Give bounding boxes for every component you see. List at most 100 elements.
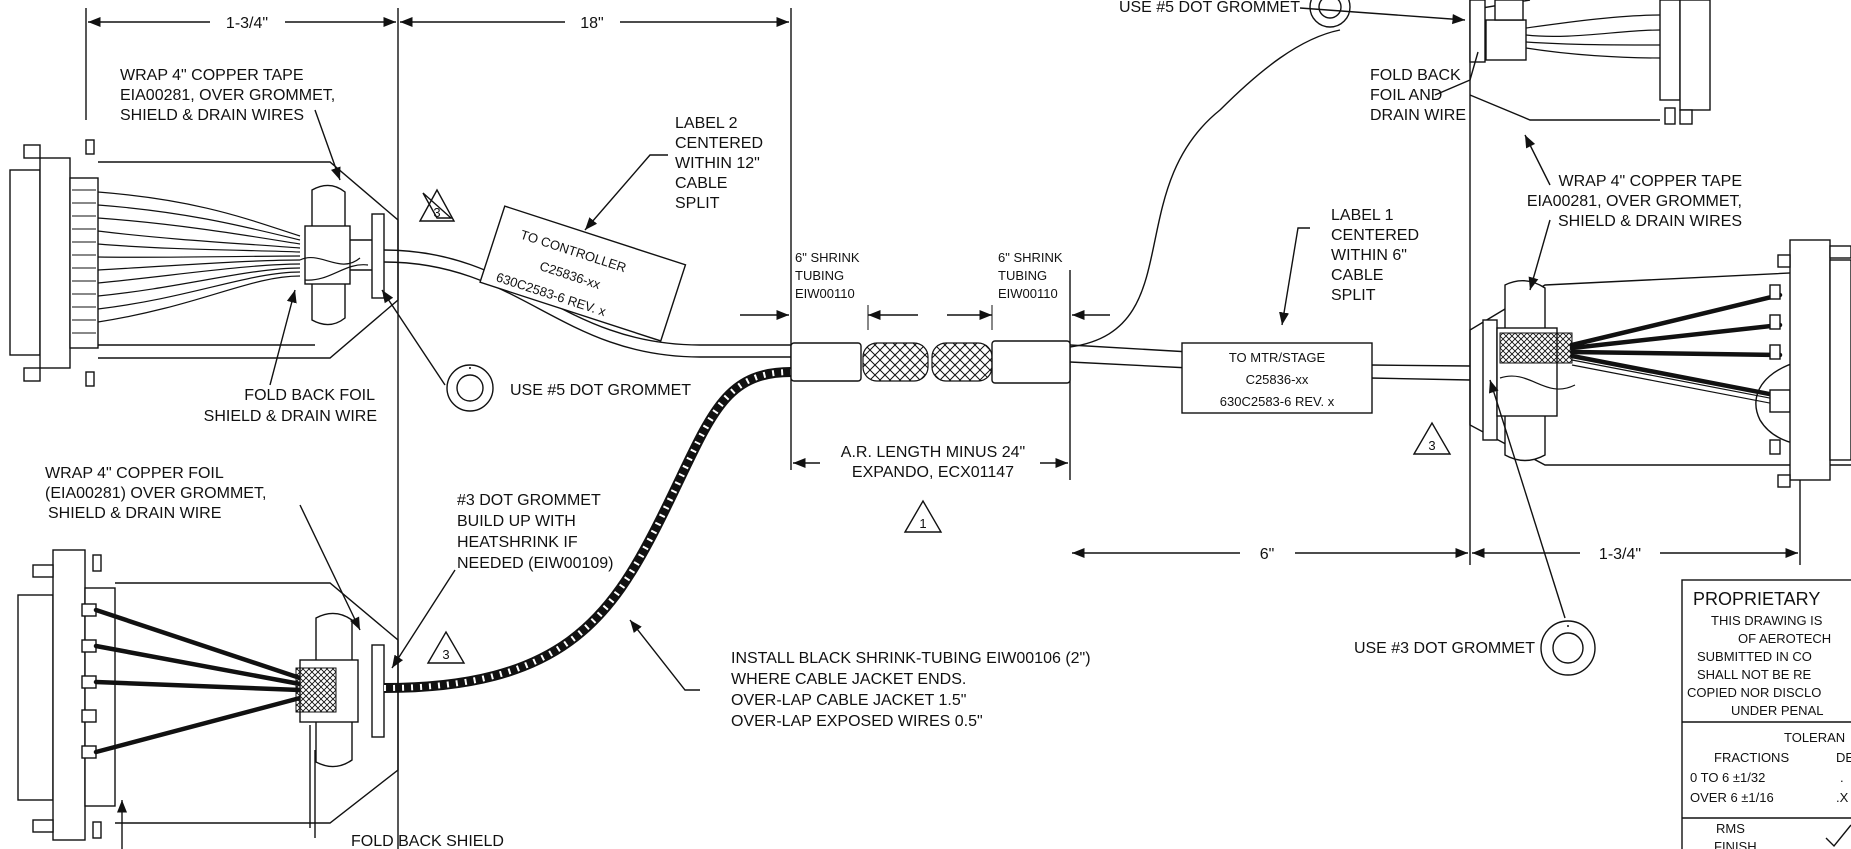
flag-1: 1 [903,499,943,533]
ar-length-line1: A.R. LENGTH MINUS 24" [841,444,1025,461]
svg-text:#3 DOT GROMMET: #3 DOT GROMMET [457,492,601,509]
svg-text:THIS DRAWING IS: THIS DRAWING IS [1711,613,1823,628]
svg-text:SPLIT: SPLIT [675,195,720,212]
dim-label-18: 18" [580,15,603,32]
svg-text:BUILD UP WITH: BUILD UP WITH [457,513,576,530]
note-shrink-b: 6" SHRINK TUBING EIW00110 [998,250,1063,301]
note-fold-back-left: FOLD BACK FOIL SHIELD & DRAIN WIRE [204,387,377,425]
dim-right-6: 6" [1072,546,1468,563]
svg-text:UNDER PENAL: UNDER PENAL [1731,703,1823,718]
note-fold-back-shield: FOLD BACK SHIELD [351,833,504,849]
title-block: PROPRIETARY THIS DRAWING IS OF AEROTECH … [1681,579,1851,849]
shrink-arrows [740,305,1110,330]
tb-finish: FINISH [1714,839,1757,849]
note-wrap-right: WRAP 4" COPPER TAPE EIA00281, OVER GROMM… [1527,173,1742,230]
svg-text:WHERE CABLE JACKET ENDS.: WHERE CABLE JACKET ENDS. [731,671,966,688]
svg-text:OF AEROTECH: OF AEROTECH [1738,631,1831,646]
svg-text:FOIL AND: FOIL AND [1370,87,1442,104]
svg-text:3: 3 [433,205,440,220]
grommet-icon-top [1309,0,1351,28]
svg-text:6" SHRINK: 6" SHRINK [795,250,860,265]
svg-text:.X: .X [1836,790,1849,805]
flag-3-c: 3 [1412,421,1452,455]
svg-text:OVER-LAP EXPOSED WIRES 0.5": OVER-LAP EXPOSED WIRES 0.5" [731,713,983,730]
svg-text:NEEDED (EIW00109): NEEDED (EIW00109) [457,555,614,572]
note-wrap-top-left: WRAP 4" COPPER TAPE EIA00281, OVER GROMM… [120,67,335,124]
svg-text:DE: DE [1836,750,1851,765]
grommet-icon-mid [446,364,494,412]
svg-text:SUBMITTED IN CO: SUBMITTED IN CO [1697,649,1812,664]
svg-text:6" SHRINK: 6" SHRINK [998,250,1063,265]
grommet-icon-right [1540,620,1596,676]
svg-text:SHALL NOT BE RE: SHALL NOT BE RE [1697,667,1811,682]
dim-top-18: 18" [400,15,789,32]
connector-top-left [9,139,399,387]
svg-text:WRAP 4" COPPER FOIL: WRAP 4" COPPER FOIL [45,465,224,482]
svg-text:HEATSHRINK IF: HEATSHRINK IF [457,534,578,551]
note-wrap-bottom-left: WRAP 4" COPPER FOIL (EIA00281) OVER GROM… [45,465,266,522]
svg-text:SHIELD & DRAIN WIRES: SHIELD & DRAIN WIRES [120,107,304,124]
flag-3-b: 3 [426,630,466,664]
dim-label-6: 6" [1260,546,1275,563]
svg-text:CENTERED: CENTERED [1331,227,1419,244]
svg-text:WRAP 4" COPPER TAPE: WRAP 4" COPPER TAPE [120,67,304,84]
svg-text:CABLE: CABLE [1331,267,1383,284]
svg-text:WITHIN 12": WITHIN 12" [675,155,760,172]
svg-text:TUBING: TUBING [795,268,844,283]
svg-text:.: . [1840,770,1844,785]
connector-top-right [1469,0,1711,125]
note-label1: LABEL 1 CENTERED WITHIN 6" CABLE SPLIT [1331,207,1419,304]
svg-text:3: 3 [1428,438,1435,453]
note-grommet3-buildup: #3 DOT GROMMET BUILD UP WITH HEATSHRINK … [457,492,614,572]
svg-text:WITHIN 6": WITHIN 6" [1331,247,1407,264]
svg-text:EIW00110: EIW00110 [795,286,855,301]
note-label2: LABEL 2 CENTERED WITHIN 12" CABLE SPLIT [675,115,763,212]
tb-proprietary: PROPRIETARY [1693,589,1820,609]
label-mtr-line2: C25836-xx [1246,372,1309,387]
svg-text:COPIED NOR DISCLO: COPIED NOR DISCLO [1687,685,1821,700]
svg-text:SHIELD & DRAIN WIRE: SHIELD & DRAIN WIRE [48,505,221,522]
main-cable-section [790,29,1471,384]
tb-row2: OVER 6 ±1/16 [1690,790,1774,805]
svg-text:LABEL 2: LABEL 2 [675,115,738,132]
svg-text:SHIELD & DRAIN WIRES: SHIELD & DRAIN WIRES [1558,213,1742,230]
svg-text:DRAIN WIRE: DRAIN WIRE [1370,107,1466,124]
svg-text:FOLD BACK FOIL: FOLD BACK FOIL [244,387,375,404]
svg-text:CENTERED: CENTERED [675,135,763,152]
leader-lines [116,7,1566,849]
svg-text:EIA00281, OVER GROMMET,: EIA00281, OVER GROMMET, [1527,193,1742,210]
note-fold-back-top-right: FOLD BACK FOIL AND DRAIN WIRE [1370,67,1466,124]
note-install-black: INSTALL BLACK SHRINK-TUBING EIW00106 (2"… [731,650,1091,730]
label-mtr-line1: TO MTR/STAGE [1229,350,1326,365]
svg-text:INSTALL BLACK SHRINK-TUBING EI: INSTALL BLACK SHRINK-TUBING EIW00106 (2"… [731,650,1091,667]
connector-bottom-left [17,549,399,841]
flag-3-a: 3 [418,188,456,222]
svg-text:CABLE: CABLE [675,175,727,192]
svg-text:FOLD BACK: FOLD BACK [1370,67,1461,84]
dim-label-left: 1-3/4" [226,15,268,32]
label-mtr-line3: 630C2583-6 REV. x [1220,394,1335,409]
svg-text:SHIELD & DRAIN WIRE: SHIELD & DRAIN WIRE [204,408,377,425]
svg-text:3: 3 [442,647,449,662]
svg-text:SPLIT: SPLIT [1331,287,1376,304]
note-use5-top: USE #5 DOT GROMMET [1119,0,1300,16]
note-shrink-a: 6" SHRINK TUBING EIW00110 [795,250,860,301]
connector-right [1469,239,1851,488]
tb-row1: 0 TO 6 ±1/32 [1690,770,1765,785]
dim-left-1-3-4: 1-3/4" [88,15,396,32]
label-mtr-stage: TO MTR/STAGE C25836-xx 630C2583-6 REV. x [1181,342,1373,414]
tb-fractions: FRACTIONS [1714,750,1789,765]
dim-ar-length: A.R. LENGTH MINUS 24" EXPANDO, ECX01147 [793,444,1068,481]
dim-label-right: 1-3/4" [1599,546,1641,563]
svg-text:WRAP 4" COPPER TAPE: WRAP 4" COPPER TAPE [1558,173,1742,190]
note-use3-right: USE #3 DOT GROMMET [1354,640,1535,657]
tb-rms: RMS [1716,821,1745,836]
svg-text:TUBING: TUBING [998,268,1047,283]
svg-text:1: 1 [919,516,926,531]
svg-text:(EIA00281) OVER GROMMET,: (EIA00281) OVER GROMMET, [45,485,266,502]
svg-text:EIW00110: EIW00110 [998,286,1058,301]
ar-length-line2: EXPANDO, ECX01147 [852,464,1014,481]
svg-text:LABEL 1: LABEL 1 [1331,207,1394,224]
note-use5-mid: USE #5 DOT GROMMET [510,382,691,399]
